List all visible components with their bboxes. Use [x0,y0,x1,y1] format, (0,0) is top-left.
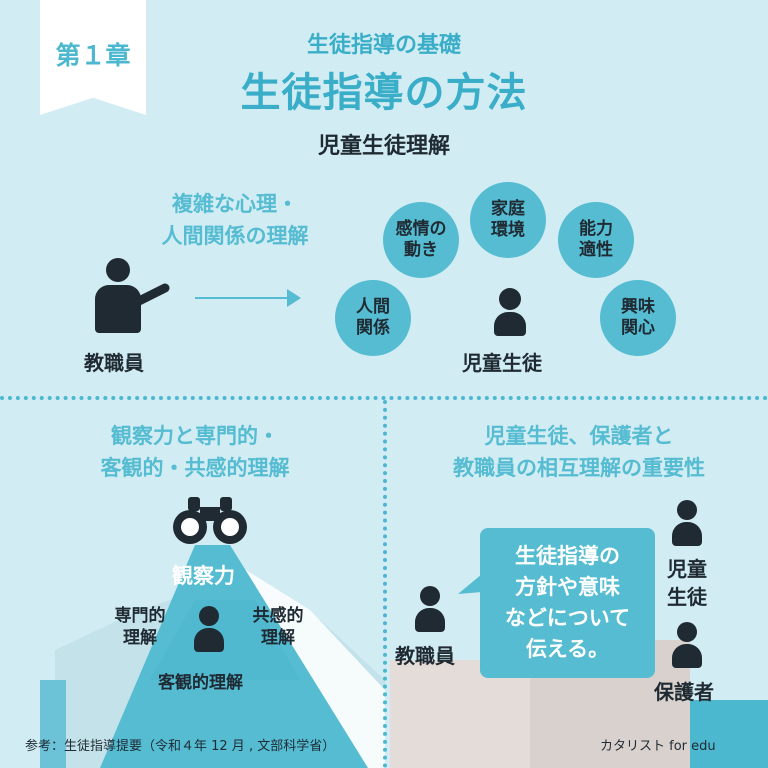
divider-horizontal [0,396,768,400]
arrow-right-icon [195,289,301,307]
observation-heading-line1: 観察力と専門的・ [111,424,279,448]
bubble-home-environment: 家庭 環境 [470,182,546,258]
bubble-ability: 能力 適性 [558,202,634,278]
empathetic-understanding-label: 共感的 理解 [252,606,304,648]
teacher-label: 教職員 [84,351,144,375]
observation-heading: 観察力と専門的・ 客観的・共感的理解 [40,420,350,484]
chapter-label: 第１章 [55,41,131,70]
student-label-section3: 児童 生徒 [667,557,707,609]
binoculars-icon [173,497,247,544]
section-heading-student-understanding: 児童生徒理解 [317,134,450,159]
complex-psychology-line1: 複雑な心理・ [172,192,298,216]
observation-label: 観察力 [172,564,235,588]
objective-understanding-label: 客観的理解 [158,673,243,693]
teacher-label-section3: 教職員 [395,644,455,668]
building-block-far-right [690,700,768,768]
building-block-middle [390,660,530,768]
page-subtitle: 生徒指導の基礎 [306,33,461,58]
credit-text: カタリスト for edu [600,739,716,754]
professional-understanding-label: 専門的 理解 [114,606,166,648]
reference-note: 参考：生徒指導提要（令和４年 12 月 , 文部科学省） [25,739,336,754]
building-block-left [40,680,66,768]
guardian-label: 保護者 [654,680,714,704]
chapter-flag: 第１章 [40,0,146,115]
student-label: 児童生徒 [462,351,542,375]
complex-psychology-text: 複雑な心理・ 人間関係の理解 [140,188,330,252]
mutual-heading-line1: 児童生徒、保護者と [484,424,674,448]
page-title: 生徒指導の方法 [240,70,528,116]
complex-psychology-line2: 人間関係の理解 [161,224,309,248]
bubble-human-relations: 人間 関係 [335,280,411,356]
mutual-understanding-heading: 児童生徒、保護者と 教職員の相互理解の重要性 [390,420,768,484]
speech-bubble: 生徒指導の 方針や意味 などについて 伝える。 [480,528,655,678]
speech-bubble-tail [458,574,482,594]
bubble-emotions: 感情の 動き [383,202,459,278]
observation-beam-inner [150,600,300,680]
divider-vertical [383,400,387,768]
mutual-heading-line2: 教職員の相互理解の重要性 [453,456,705,480]
bubble-interests: 興味 関心 [600,280,676,356]
observation-heading-line2: 客観的・共感的理解 [100,456,290,480]
